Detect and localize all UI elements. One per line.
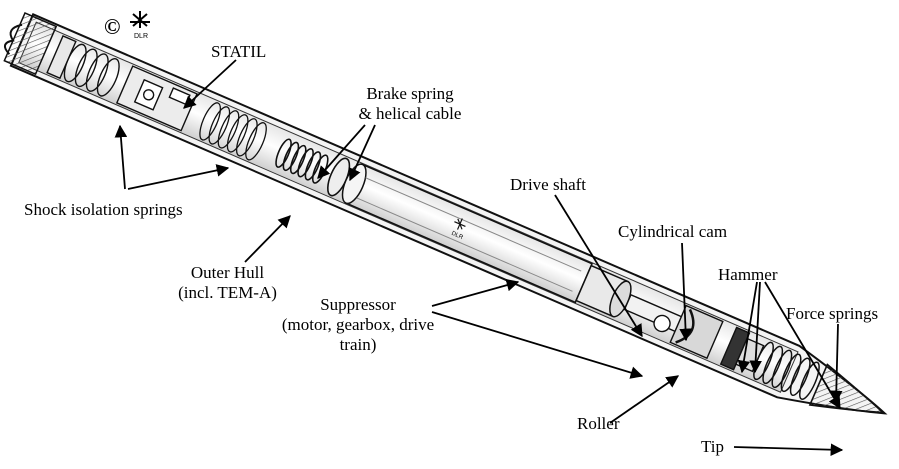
label-force-springs: Force springs bbox=[786, 304, 879, 323]
label-roller: Roller bbox=[577, 414, 620, 433]
label-hammer: Hammer bbox=[718, 265, 778, 284]
dlr-logo-icon: DLR bbox=[130, 11, 150, 40]
drive-shaft-and-cam bbox=[623, 293, 724, 360]
leader-lines bbox=[114, 59, 844, 456]
suppressor-cylinder bbox=[341, 163, 632, 318]
body-dlr-logo: DLR bbox=[450, 218, 466, 242]
label-suppressor-line1: Suppressor bbox=[320, 295, 396, 314]
label-shock-isolation-springs: Shock isolation springs bbox=[24, 200, 183, 219]
force-springs bbox=[753, 341, 820, 401]
label-suppressor-line3: train) bbox=[339, 335, 377, 354]
label-outer-hull-line2: (incl. TEM-A) bbox=[178, 283, 277, 302]
svg-text:DLR: DLR bbox=[134, 33, 148, 40]
rear-cap bbox=[3, 11, 58, 76]
label-suppressor-line2: (motor, gearbox, drive bbox=[281, 315, 435, 334]
label-brake-spring-line1: Brake spring bbox=[366, 84, 454, 103]
label-outer-hull: Outer Hull (incl. TEM-A) bbox=[160, 263, 295, 303]
label-cylindrical-cam: Cylindrical cam bbox=[618, 222, 728, 241]
label-brake-spring-line2: & helical cable bbox=[358, 104, 462, 123]
svg-text:©: © bbox=[104, 14, 120, 39]
tip-cone bbox=[808, 363, 886, 414]
svg-text:DLR: DLR bbox=[450, 231, 464, 242]
front-spring-assembly bbox=[199, 102, 267, 161]
label-statil: STATIL bbox=[211, 42, 267, 61]
label-brake-spring: Brake spring & helical cable bbox=[340, 84, 480, 124]
mole-body: DLR bbox=[3, 11, 888, 415]
copyright-mark: © DLR bbox=[104, 11, 150, 40]
label-outer-hull-line1: Outer Hull bbox=[190, 263, 265, 282]
label-tip: Tip bbox=[701, 437, 725, 456]
label-suppressor: Suppressor (motor, gearbox, drive train) bbox=[268, 295, 448, 355]
label-drive-shaft: Drive shaft bbox=[510, 175, 587, 194]
